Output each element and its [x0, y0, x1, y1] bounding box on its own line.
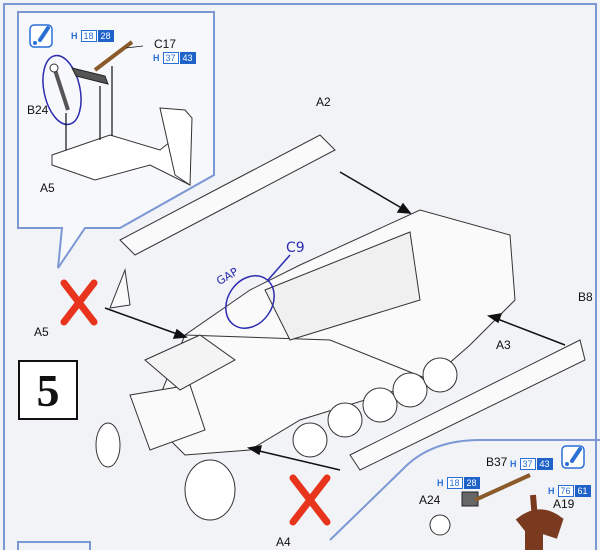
paint-prefix: H	[153, 53, 160, 63]
paint-code-a: 37	[162, 52, 179, 64]
part-a19	[515, 494, 564, 550]
red-x-mark	[60, 279, 98, 326]
assembly-arrows	[104, 171, 566, 471]
paint-code-b: 43	[179, 52, 196, 64]
paint-code-a: 37	[519, 458, 536, 470]
label-c17: C17	[154, 37, 177, 51]
seat-part-a5	[51, 107, 193, 186]
label-b8: B8	[578, 290, 593, 304]
label-a3: A3	[496, 338, 511, 352]
part-a24	[429, 514, 451, 536]
paint-code-b: 43	[536, 458, 553, 470]
rod-b37	[474, 473, 531, 502]
pen-annotation	[225, 254, 291, 329]
paint-code-a: 18	[446, 477, 463, 489]
paint-code-b: 28	[463, 477, 480, 489]
paint-prefix: H	[71, 31, 78, 41]
annotation-c9: C9	[286, 240, 305, 256]
paint-code-b: 28	[97, 30, 114, 42]
step-number: 5	[18, 360, 78, 420]
paint-prefix: H	[548, 486, 555, 496]
label-a5-left: A5	[34, 325, 49, 339]
label-a5-top: A5	[40, 181, 55, 195]
detail-callout-bottom-left	[17, 541, 91, 550]
page-frame	[3, 3, 597, 550]
paint-code-b: 61	[574, 485, 591, 497]
paint-code-a: 76	[557, 485, 574, 497]
red-x-mark	[289, 474, 331, 526]
label-a2: A2	[316, 95, 331, 109]
paint-prefix: H	[437, 478, 444, 488]
label-b37: B37	[486, 455, 508, 469]
placement-lines	[65, 45, 144, 150]
road-wheels	[95, 357, 458, 521]
label-a4: A4	[276, 535, 291, 549]
label-a24: A24	[419, 493, 441, 507]
detail-callout-bottom	[329, 439, 600, 541]
paint-prefix: H	[510, 459, 517, 469]
label-b24: B24	[27, 103, 49, 117]
attention-icon	[561, 445, 585, 469]
paint-code-a: 18	[80, 30, 97, 42]
lever-b24	[42, 54, 82, 126]
attention-icon	[29, 24, 53, 48]
label-a19: A19	[553, 497, 575, 511]
halftrack-hull	[109, 134, 586, 471]
rod-c17	[93, 40, 134, 72]
part-grey	[71, 67, 109, 85]
